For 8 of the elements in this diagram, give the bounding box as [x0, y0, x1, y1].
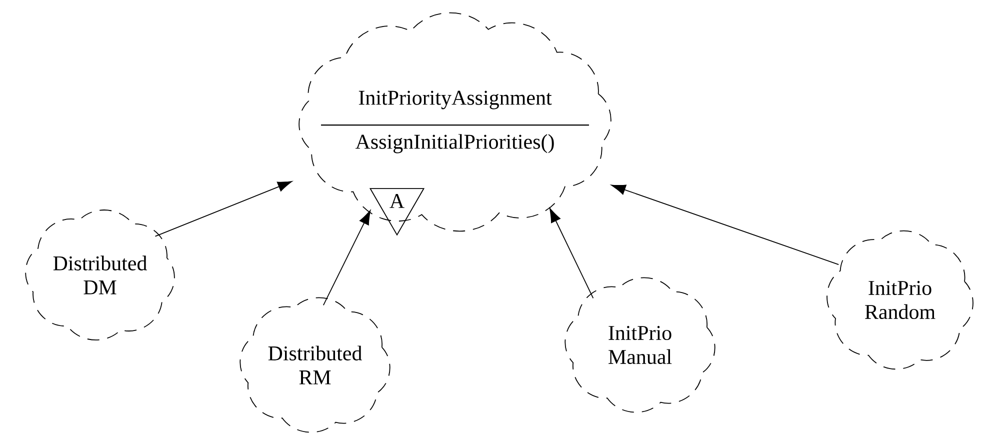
- class-cloud: Distributed RM: [240, 297, 390, 433]
- class-cloud: InitPrio Manual: [564, 277, 716, 413]
- class-cloud: InitPrio Random: [826, 230, 974, 370]
- arrow: [154, 181, 292, 237]
- arrow: [322, 210, 371, 306]
- arrow: [611, 184, 840, 265]
- arrow: [549, 208, 594, 299]
- class-cloud: Distributed DM: [25, 210, 175, 340]
